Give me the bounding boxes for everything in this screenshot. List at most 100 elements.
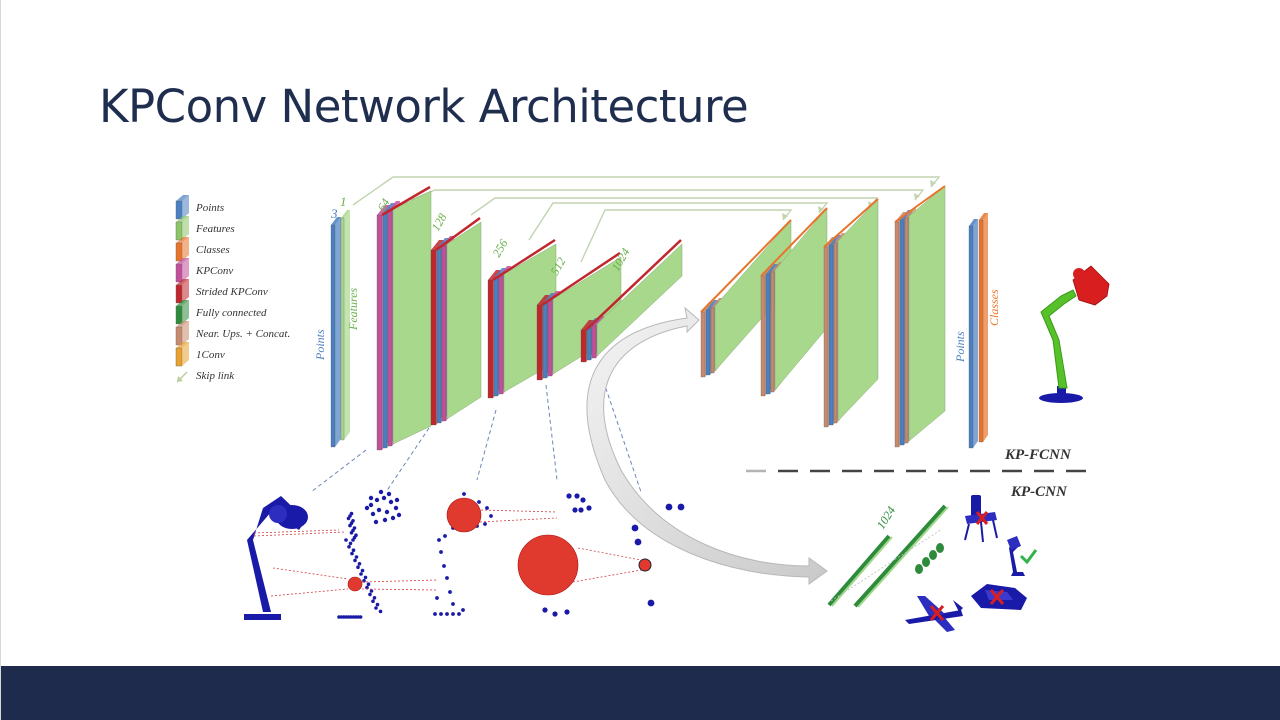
point-cloud-level-0 [244, 496, 308, 620]
skip-link-arrowhead [914, 193, 920, 200]
point-cloud-level-1 [337, 489, 402, 619]
input-block [330, 210, 350, 448]
footer-bar [1, 666, 1280, 720]
skip-link-arrowhead [782, 213, 788, 220]
point-clouds [244, 265, 1110, 632]
skip-link-arrowhead [930, 180, 936, 187]
fc-output-node [922, 557, 930, 567]
encoder-stage-128 [430, 216, 482, 426]
branch-flow-arrow [586, 306, 828, 585]
kernel-sphere-small [347, 576, 363, 592]
fc-channels-1024: 1024 [874, 504, 899, 532]
input-points-label: Points [313, 329, 327, 361]
kernel-sphere-large [517, 534, 579, 596]
skip-link-5 [580, 209, 793, 263]
receptive-field-lines [253, 509, 642, 597]
input-points-slab [330, 217, 341, 448]
legend-item-points: Points [175, 195, 224, 220]
output-points-label: Points [953, 331, 967, 363]
decoder-stage-4-features [908, 185, 946, 442]
segmented-lamp [1039, 265, 1110, 403]
input-features-slab [340, 210, 350, 441]
encoder-stage-128-features [435, 216, 482, 420]
output-classes-label: Classes [987, 289, 1001, 326]
legend-swatch [175, 305, 183, 325]
skip-link-1 [352, 176, 941, 206]
fc-output-node [929, 550, 937, 560]
input-points-dim: 3 [330, 206, 338, 221]
channels-1024: 1024 [608, 246, 632, 274]
legend-label: Near. Ups. + Concat. [195, 328, 290, 340]
encoder-stage-1024 [580, 239, 683, 363]
object-chair [964, 495, 998, 543]
legend-swatch [175, 347, 183, 367]
kernel-sphere-medium [446, 497, 482, 533]
decoder-stage-3-features [837, 198, 879, 422]
legend-swatch [175, 200, 183, 220]
legend-label: Features [195, 223, 235, 235]
legend-arrowhead [177, 376, 183, 382]
legend-label: Strided KPConv [196, 286, 268, 298]
output-classes-slab [978, 213, 988, 443]
legend-label: Skip link [196, 370, 235, 382]
legend-item-fully-connected: Fully connected [175, 300, 267, 325]
skip-link-4 [528, 202, 829, 241]
fc-block [827, 504, 949, 608]
fc-layer-2 [853, 504, 947, 608]
legend-label: 1Conv [196, 349, 225, 361]
encoder-stage-1024-features [585, 239, 683, 357]
encoder-stage-512 [536, 251, 622, 381]
output-block [968, 213, 988, 449]
input-features-label: Features [346, 287, 360, 331]
branch-kp-cnn: KP-CNN [1010, 484, 1068, 500]
fc-layer-1 [827, 534, 891, 607]
kernel-sphere-tiny [638, 558, 652, 572]
object-small-lamp [1007, 536, 1038, 576]
cross-icon [929, 605, 945, 621]
legend-item-classes: Classes [175, 237, 230, 262]
legend-label: KPConv [195, 265, 233, 277]
input-features-dim: 1 [340, 194, 347, 209]
point-cloud-level-2 [433, 492, 493, 616]
encoder-stage-64 [376, 185, 432, 451]
legend-label: Points [195, 202, 224, 214]
fc-output-node [936, 543, 944, 553]
legend-item-skip-link: Skip link [176, 370, 235, 383]
decoder-stage-3 [823, 198, 879, 428]
network-blocks [330, 185, 988, 608]
legend-swatch [175, 221, 183, 241]
lamp-arm [1040, 289, 1077, 389]
object-airplane [905, 596, 963, 632]
legend-item-kpconv: KPConv [175, 258, 233, 283]
legend-item-features: Features [175, 216, 235, 241]
classified-objects [905, 495, 1038, 632]
output-points-slab [968, 219, 978, 449]
skip-link-arrowhead [818, 206, 824, 213]
legend-item-1conv: 1Conv [175, 342, 225, 367]
legend-swatch [175, 242, 183, 262]
point-cloud-level-3 [517, 493, 592, 617]
decoder-stage-2 [760, 207, 828, 397]
decoder-stage-1 [700, 219, 792, 378]
decoder-stage-4 [894, 185, 946, 448]
legend-swatch [175, 263, 183, 283]
legend-swatch [175, 326, 183, 346]
cross-icon [989, 589, 1005, 605]
cross-icon [975, 511, 989, 525]
legend-item-near-ups-concat: Near. Ups. + Concat. [175, 321, 290, 346]
legend-label: Fully connected [195, 307, 267, 319]
legend-swatch [175, 284, 183, 304]
channels-128: 128 [428, 211, 449, 234]
object-car [971, 584, 1027, 610]
fc-output-node [915, 564, 923, 574]
legend-label: Classes [196, 244, 230, 256]
check-icon [1019, 549, 1038, 565]
encoder-stage-64-features [381, 185, 432, 445]
slide-title: KPConv Network Architecture [99, 80, 749, 133]
legend-item-strided-kpconv: Strided KPConv [175, 279, 268, 304]
point-cloud-level-4 [631, 503, 685, 607]
skip-link-3 [470, 197, 879, 216]
